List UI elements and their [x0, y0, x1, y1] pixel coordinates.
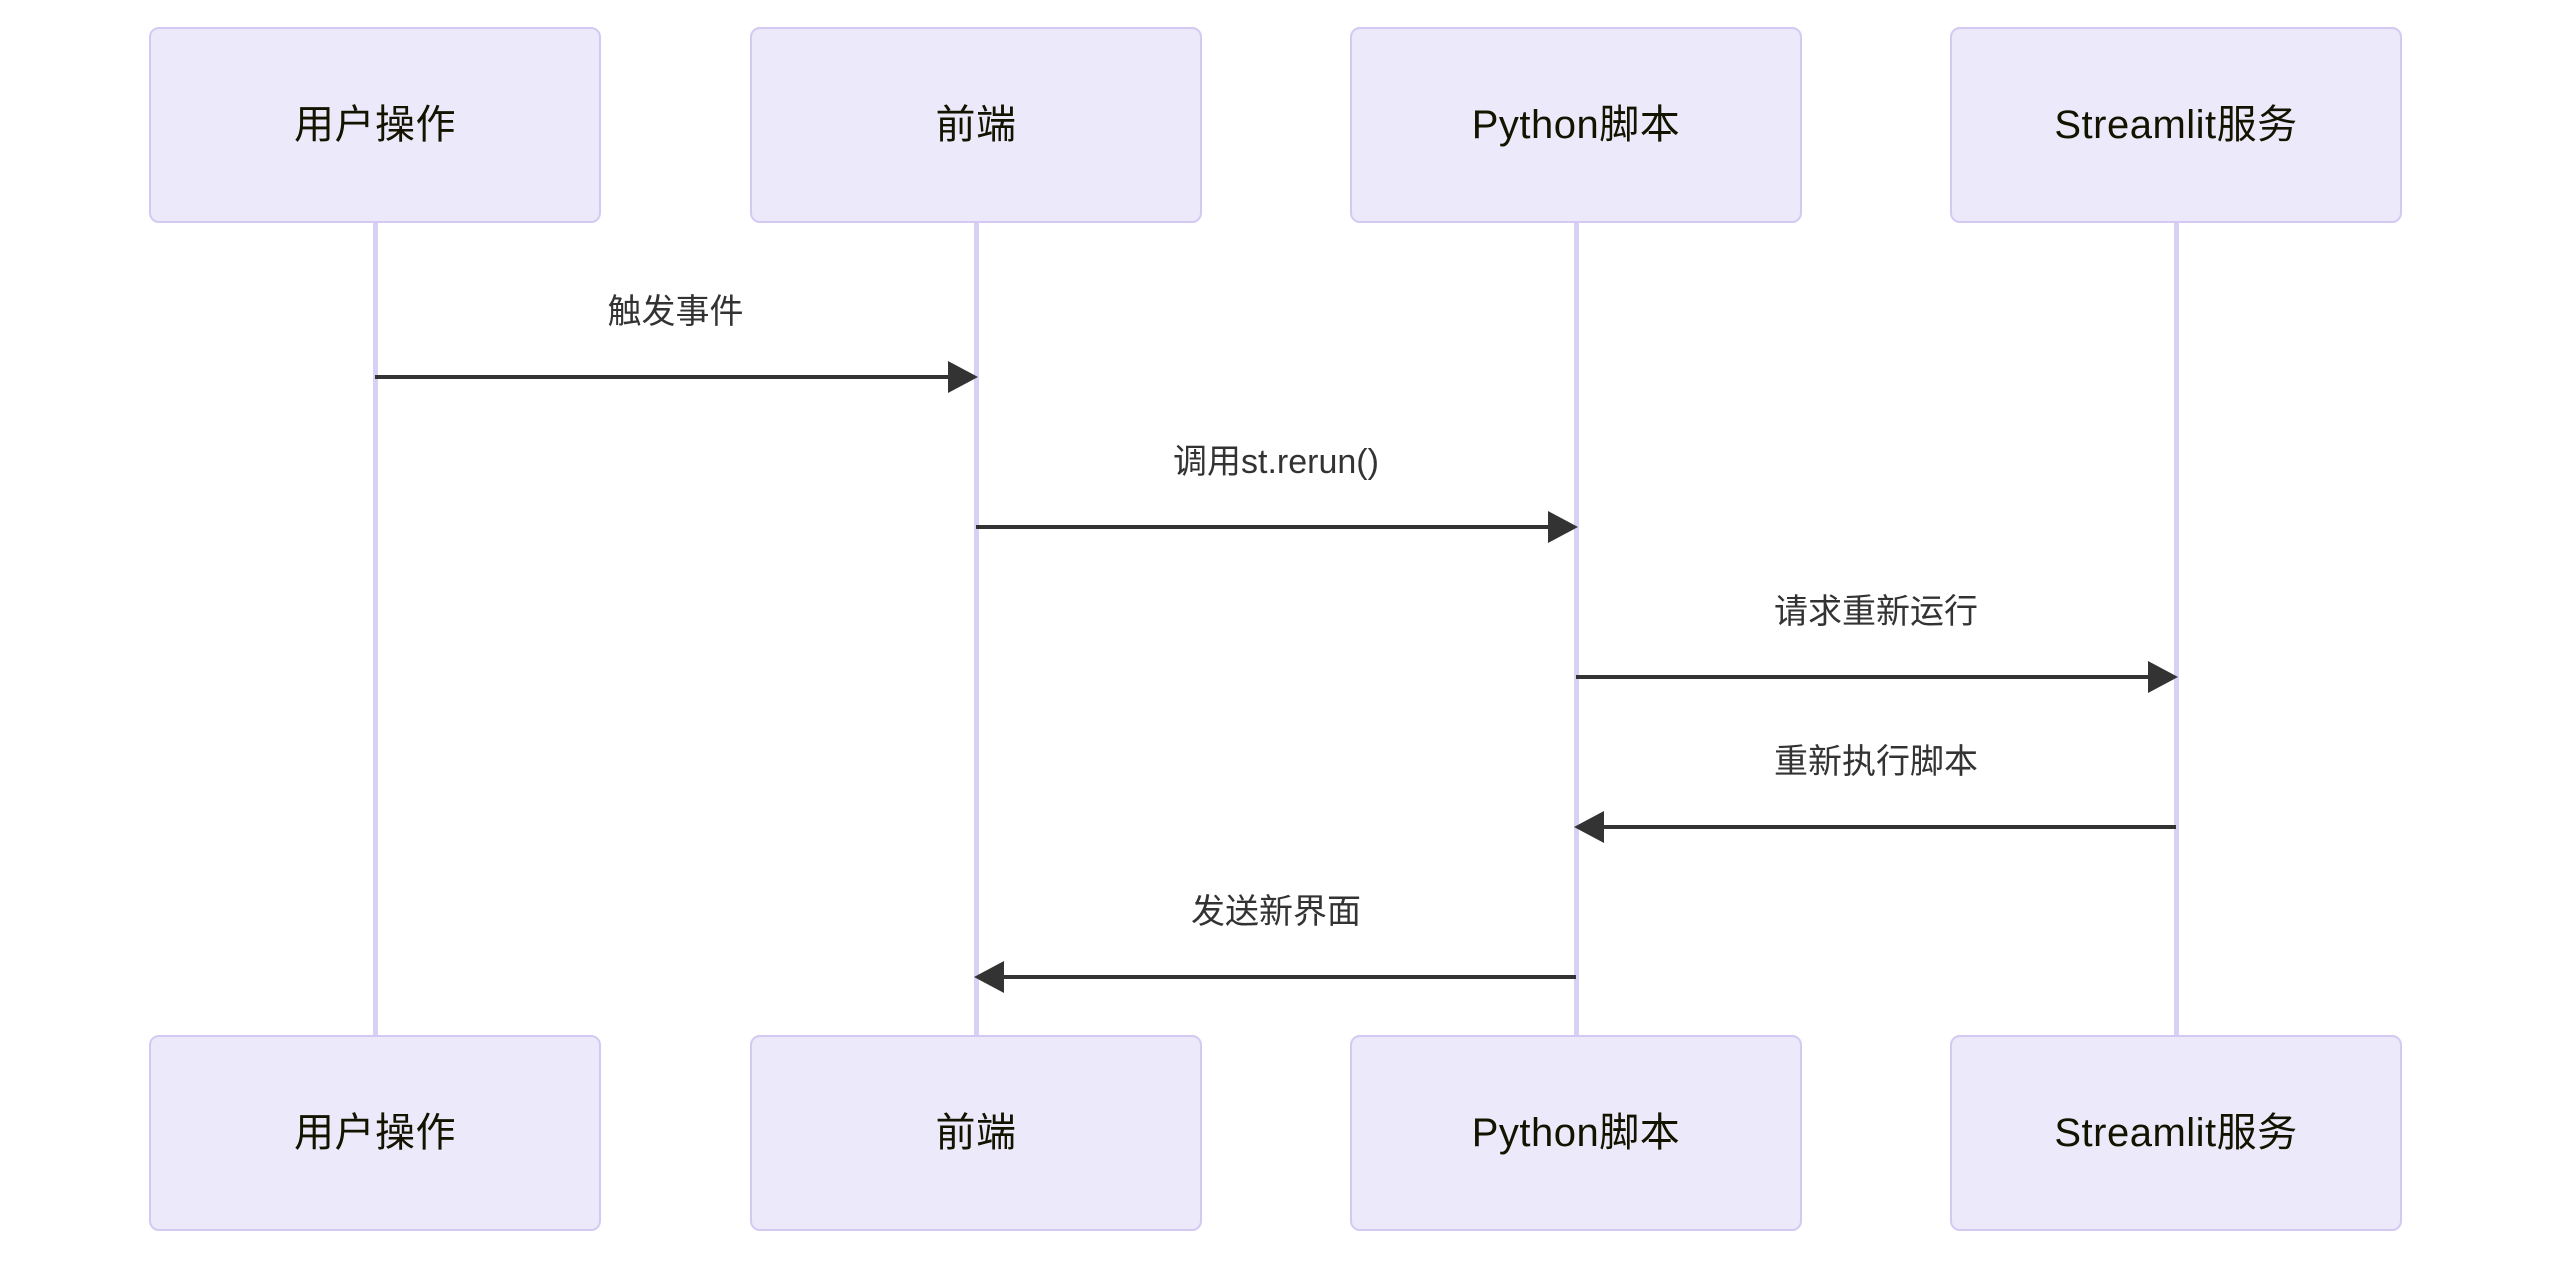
message-label-1: 触发事件	[607, 293, 744, 331]
participant-label-python-top: Python脚本	[1471, 103, 1681, 147]
participant-box-streamlit-bottom[interactable]: Streamlit服务	[1950, 1035, 2402, 1231]
lifeline-frontend	[974, 223, 979, 1035]
participant-label-frontend-bottom: 前端	[935, 1111, 1017, 1155]
participant-box-streamlit-top[interactable]: Streamlit服务	[1950, 27, 2402, 223]
participant-label-streamlit-top: Streamlit服务	[2054, 103, 2298, 147]
message-label-5: 发送新界面	[1191, 893, 1361, 931]
participant-label-user-top: 用户操作	[294, 103, 456, 147]
participant-box-python-bottom[interactable]: Python脚本	[1350, 1035, 1802, 1231]
participant-label-python-bottom: Python脚本	[1471, 1111, 1681, 1155]
participant-box-python-top[interactable]: Python脚本	[1350, 27, 1802, 223]
message-label-2: 调用st.rerun()	[1173, 443, 1379, 481]
message-line-4	[1602, 825, 2176, 829]
arrow-head-left-4	[1574, 811, 1604, 843]
arrow-head-right-2	[1548, 511, 1578, 543]
message-label-3: 请求重新运行	[1774, 593, 1978, 631]
participant-label-streamlit-bottom: Streamlit服务	[2054, 1111, 2298, 1155]
message-label-4: 重新执行脚本	[1774, 743, 1978, 781]
lifeline-streamlit	[2174, 223, 2179, 1035]
lifeline-python	[1574, 223, 1579, 1035]
participant-label-user-bottom: 用户操作	[294, 1111, 456, 1155]
message-line-3	[1576, 675, 2150, 679]
participant-box-frontend-bottom[interactable]: 前端	[750, 1035, 1202, 1231]
participant-box-user-top[interactable]: 用户操作	[149, 27, 601, 223]
participant-box-frontend-top[interactable]: 前端	[750, 27, 1202, 223]
lifeline-user	[373, 223, 378, 1035]
participant-label-frontend-top: 前端	[935, 103, 1017, 147]
message-line-2	[976, 525, 1550, 529]
arrow-head-right-3	[2148, 661, 2178, 693]
message-line-1	[375, 375, 950, 379]
message-line-5	[1002, 975, 1576, 979]
participant-box-user-bottom[interactable]: 用户操作	[149, 1035, 601, 1231]
arrow-head-left-5	[974, 961, 1004, 993]
arrow-head-right-1	[948, 361, 978, 393]
